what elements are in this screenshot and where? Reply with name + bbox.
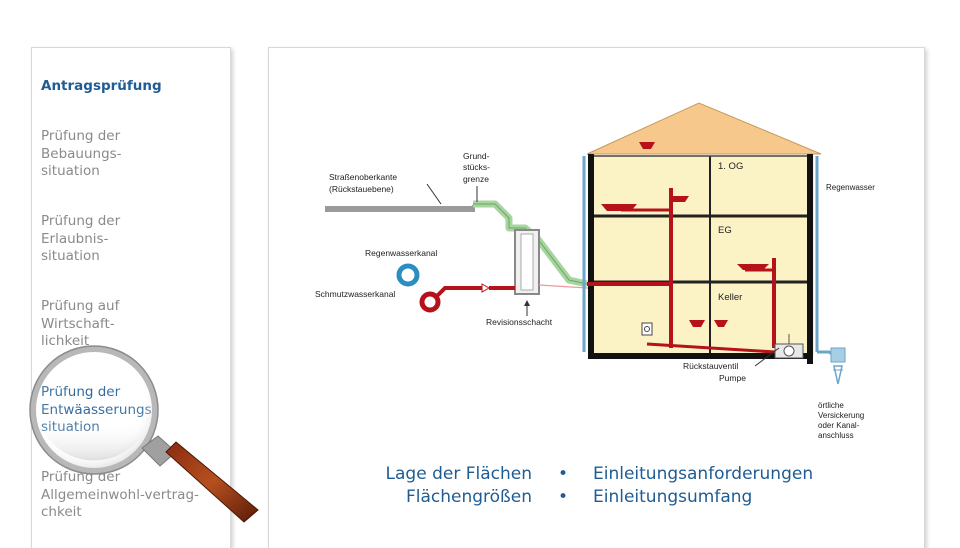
sidebar-item-allgemeinwohl[interactable]: Prüfung der Allgemeinwohl-vertrag- chkei… (41, 469, 199, 520)
label-local-3: oder Kanal- (818, 421, 860, 430)
house-body (592, 156, 814, 356)
sidebar-item-entwaesserung[interactable]: Prüfung der Entwäasserungs- situation (41, 384, 157, 435)
label-grund-1: Grund- (463, 151, 490, 161)
basin-og-2 (669, 196, 689, 202)
shaft-pointer-head (524, 300, 530, 306)
sidebar-panel: Antragsprüfung Prüfung der Bebauungs- si… (31, 47, 231, 548)
basin-eg (737, 264, 769, 270)
street-slab (325, 206, 475, 212)
drainage-diagram: Straßenoberkante (Rückstauebene) Grund- … (315, 102, 875, 440)
label-grund-3: grenze (463, 174, 489, 184)
house-floor (588, 353, 813, 359)
sidebar-item-erlaubnis[interactable]: Prüfung der Erlaubnis- situation (41, 213, 121, 264)
washer-drum (644, 326, 650, 332)
revision-shaft-inner (520, 233, 534, 291)
rainwater-pipe-edge (473, 203, 588, 285)
label-pump: Pumpe (719, 373, 746, 383)
valve-pointer (754, 347, 780, 367)
house-wall-left (588, 154, 594, 356)
waste-pipe-outer (435, 286, 484, 298)
footer-left-1: Lage der Flächen (385, 464, 532, 484)
sidebar-item-bebauung[interactable]: Prüfung der Bebauungs- situation (41, 128, 122, 179)
footer-bullet-1: • (557, 464, 569, 484)
label-local-4: anschluss (818, 431, 854, 440)
house-roof (586, 102, 822, 155)
label-rainwater: Regenwasser (826, 183, 875, 192)
label-local-2: Versickerung (818, 411, 864, 420)
label-revision-shaft: Revisionsschacht (486, 317, 553, 327)
basin-keller-2 (714, 320, 728, 327)
sidebar-title: Antragsprüfung (41, 78, 162, 94)
branch-keller (646, 342, 776, 354)
house-wall-right (807, 154, 813, 364)
basin-og-1 (601, 204, 637, 211)
street-pointer (426, 183, 442, 205)
label-backflow: (Rückstauebene) (329, 184, 394, 194)
footer-left-2: Flächengrößen (405, 487, 532, 507)
washer-symbol (641, 322, 653, 336)
label-waste-channel: Schmutzwasserkanal (315, 289, 395, 299)
footer-right-1: Einleitungsanforderungen (593, 464, 814, 484)
basin-og-3 (639, 142, 655, 149)
waste-channel-ring (419, 291, 441, 313)
footer-bullet-2: • (557, 487, 569, 507)
sidebar-item-wirtschaftlichkeit[interactable]: Prüfung auf Wirtschaft- lichkeit (41, 298, 120, 349)
label-valve: Rückstauventil (683, 361, 738, 371)
label-local-1: örtliche (818, 401, 844, 410)
infiltration-box (830, 347, 846, 363)
pump-symbol (783, 345, 795, 357)
label-street: Straßenoberkante (329, 172, 397, 182)
footer-right-2: Einleitungsumfang (593, 487, 753, 507)
infiltration-funnel (833, 365, 843, 385)
basin-keller-1 (689, 320, 705, 327)
label-eg: EG (718, 225, 732, 236)
label-rain-channel: Regenwasserkanal (365, 248, 437, 258)
waste-pipe-arrow (481, 283, 491, 293)
rainwater-channel-ring (396, 263, 420, 287)
label-keller: Keller (718, 292, 742, 303)
label-grund-2: stücks- (463, 162, 490, 172)
main-panel: Straßenoberkante (Rückstauebene) Grund- … (268, 47, 925, 548)
label-og: 1. OG (718, 161, 743, 172)
